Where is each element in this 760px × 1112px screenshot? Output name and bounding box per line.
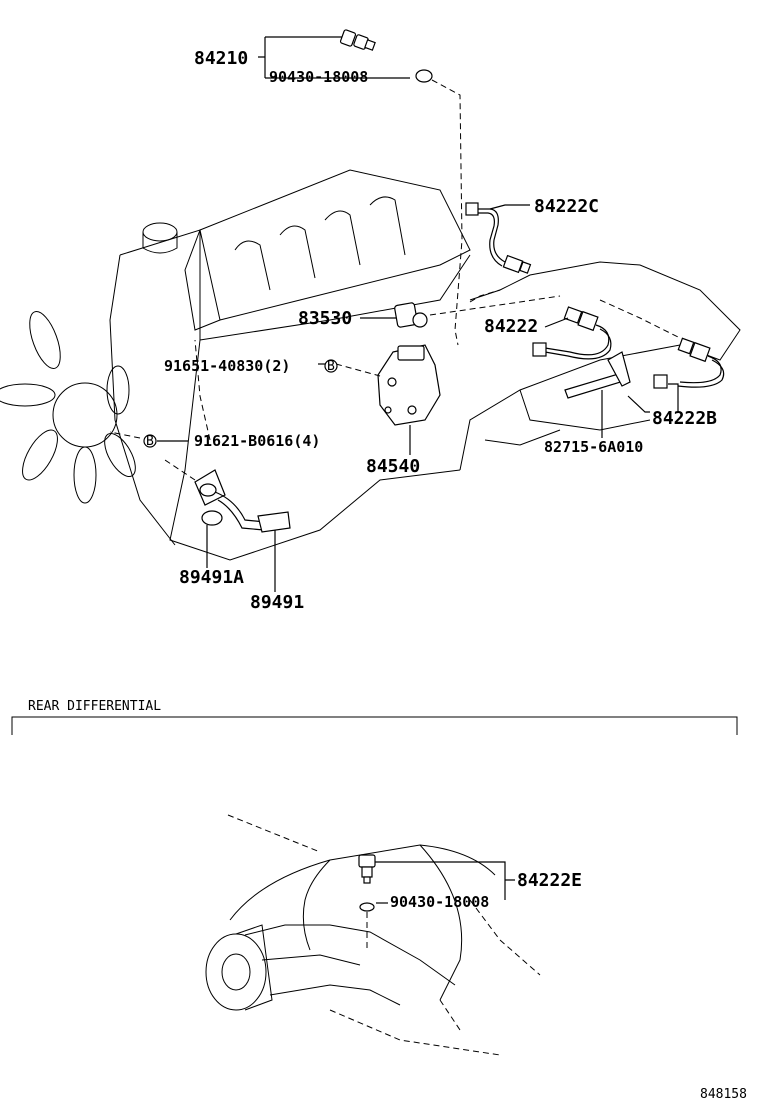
leader-lines-bottom <box>375 861 515 904</box>
bolt-marker-b2: B <box>143 434 157 449</box>
label-84222E: 84222E <box>517 870 582 891</box>
section-title-rear-differential: REAR DIFFERENTIAL <box>28 699 161 714</box>
part-89491-icon <box>194 469 291 533</box>
part-84210-icon <box>339 29 376 51</box>
label-91621: 91621-B0616(4) <box>194 432 320 450</box>
label-89491: 89491 <box>250 592 304 613</box>
fan-icon <box>0 311 136 504</box>
part-83530-icon <box>394 302 428 328</box>
svg-text:B: B <box>327 359 335 374</box>
label-91651: 91651-40830(2) <box>164 357 290 375</box>
part-84222-icon <box>532 306 612 360</box>
label-84222: 84222 <box>484 316 538 337</box>
label-83530: 83530 <box>298 308 352 329</box>
part-84222B-icon <box>653 337 725 389</box>
part-84222C-icon <box>465 202 532 274</box>
label-84222B: 84222B <box>652 408 717 429</box>
differential-illustration <box>205 814 541 1056</box>
label-84210: 84210 <box>194 48 248 69</box>
label-84222C: 84222C <box>534 196 599 217</box>
leader-lines <box>109 36 681 592</box>
label-90430-top: 90430-18008 <box>269 68 368 86</box>
label-89491A: 89491A <box>179 567 244 588</box>
oring-89491A-icon <box>201 510 223 526</box>
label-82715: 82715-6A010 <box>544 438 643 456</box>
bolt-marker-b1: B <box>324 359 338 374</box>
washer-bottom-icon <box>359 902 375 912</box>
part-84540-icon <box>377 344 441 426</box>
diagram-code: 848158 <box>700 1087 747 1102</box>
svg-text:B: B <box>146 434 154 449</box>
label-84540: 84540 <box>366 456 420 477</box>
label-90430-bottom: 90430-18008 <box>390 893 489 911</box>
part-84222E-icon <box>358 854 376 884</box>
part-82715-icon <box>564 351 631 399</box>
section-divider <box>11 716 738 735</box>
engine-illustration <box>0 169 741 561</box>
washer-top-icon <box>415 69 433 83</box>
